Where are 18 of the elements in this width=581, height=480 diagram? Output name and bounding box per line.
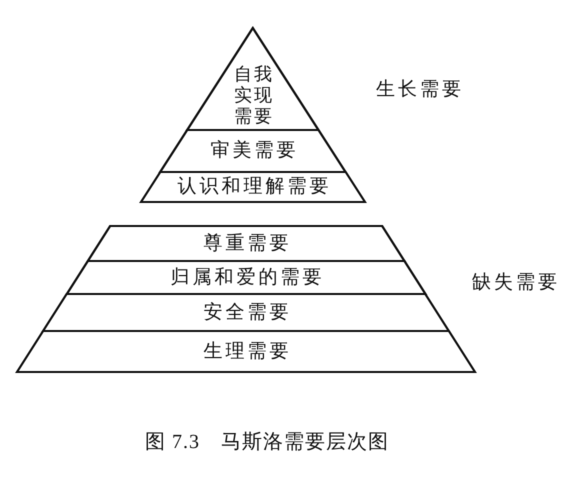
figure-caption: 图 7.3 马斯洛需要层次图 xyxy=(145,430,389,455)
level-label: 生理需要 xyxy=(202,340,292,362)
pyramid-top-triangle xyxy=(141,28,365,202)
pyramid-level xyxy=(187,28,319,130)
group-label: 生长需要 xyxy=(376,78,464,102)
pyramid-level xyxy=(66,261,426,294)
group-label: 缺失需要 xyxy=(472,271,560,295)
pyramid-level xyxy=(160,130,346,172)
pyramid-level xyxy=(141,172,365,202)
level-label: 安全需要 xyxy=(202,302,292,324)
level-label: 尊重需要 xyxy=(202,232,292,254)
level-label: 归属和爱的需要 xyxy=(169,266,324,288)
level-label: 认识和理解需要 xyxy=(176,176,332,198)
level-label: 自我实现需要 xyxy=(232,64,275,127)
pyramid-level xyxy=(88,226,404,261)
pyramid-level xyxy=(17,331,475,372)
level-label: 审美需要 xyxy=(209,140,298,162)
pyramid-level xyxy=(43,294,449,331)
